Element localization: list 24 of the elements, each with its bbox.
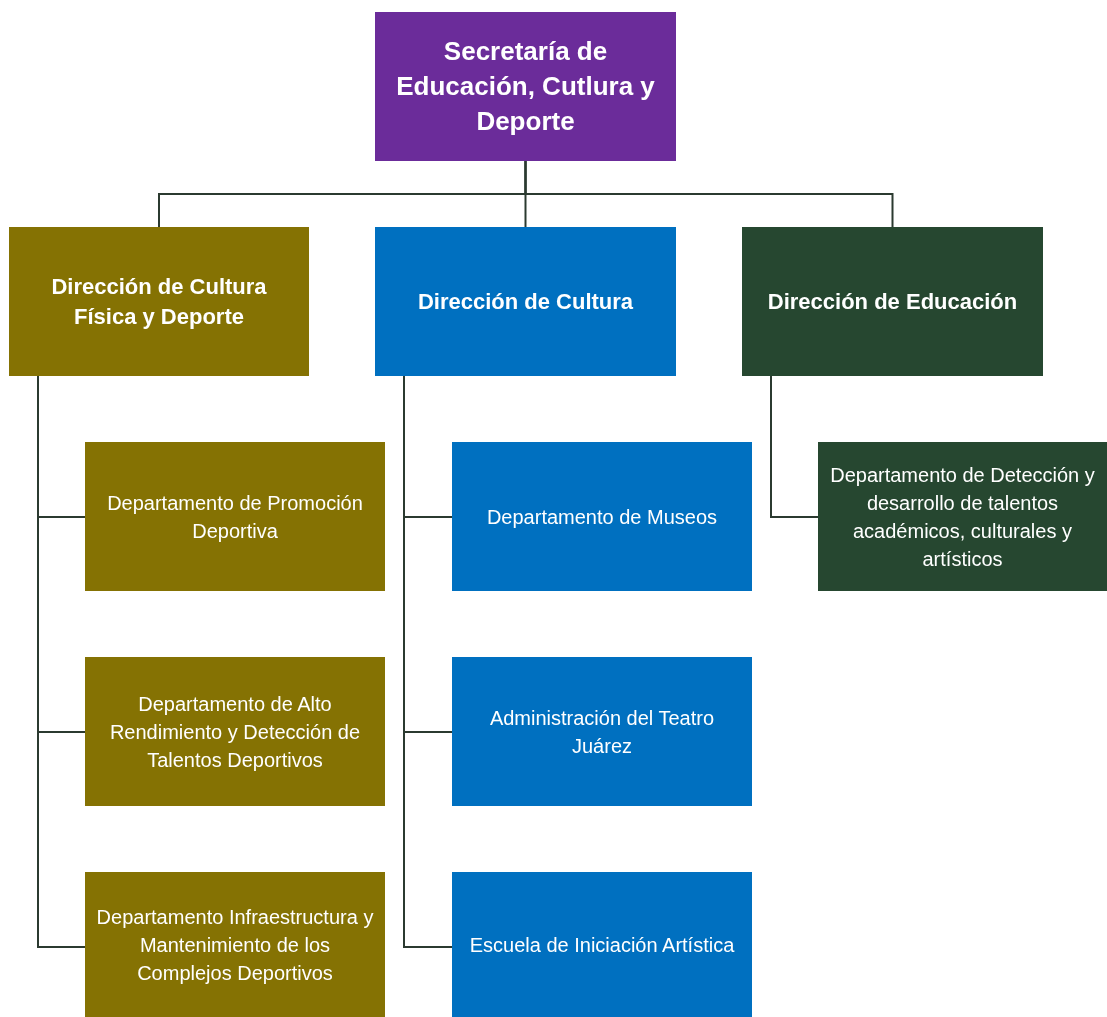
box-label: Escuela de Iniciación Artística — [469, 932, 735, 958]
org-box — [742, 227, 1043, 376]
org-box — [452, 872, 752, 1017]
connector-line — [770, 375, 819, 518]
box-label: Dirección de Educación — [767, 287, 1018, 316]
org-box — [85, 872, 385, 1017]
connector-line — [524, 160, 894, 228]
box-label: Departamento Infraestructura y Mantenimiento de los Complejos Deportivos — [95, 904, 375, 986]
org-box — [452, 442, 752, 591]
org-box — [452, 657, 752, 806]
box-label: Administración del Teatro Juárez — [488, 705, 716, 759]
org-box — [375, 12, 676, 161]
box-label: Departamento de Alto Rendimiento y Detección de Talentos Deportivos — [108, 691, 362, 773]
box-label: Dirección de Cultura Física y Deporte — [50, 272, 268, 331]
box-label: Secretaría de Educación, Cutlura y Deporte — [395, 34, 656, 139]
org-box — [375, 227, 676, 376]
box-label: Departamento de Museos — [486, 504, 718, 530]
org-box — [818, 442, 1107, 591]
box-label: Departamento de Promoción Deportiva — [106, 490, 364, 544]
org-box — [9, 227, 309, 376]
org-box — [85, 657, 385, 806]
org-box — [85, 442, 385, 591]
box-label: Dirección de Cultura — [417, 287, 634, 316]
box-label: Departamento de Detección y desarrollo de talentos académicos, culturales y artísticos — [829, 462, 1096, 572]
